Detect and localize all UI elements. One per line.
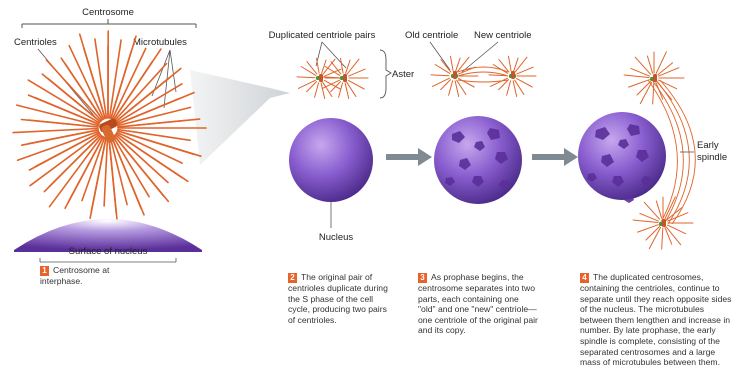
centrioles-label: Centrioles xyxy=(14,37,57,48)
panel-3: Old centriole New centriole xyxy=(405,30,536,204)
microtubule-ray xyxy=(298,80,315,88)
process-arrow xyxy=(386,148,432,166)
early-spindle-label-line2: spindle xyxy=(697,152,727,163)
microtubule-ray xyxy=(515,57,527,72)
step-3-caption: 3As prophase begins, the centrosome sepa… xyxy=(418,272,538,336)
centrosome-bracket xyxy=(22,19,196,28)
microtubule-ray xyxy=(507,81,511,96)
microtubule-ray xyxy=(114,136,168,202)
early-spindle-label-line1: Early xyxy=(697,140,719,151)
step-2-caption: 2The original pair of centrioles duplica… xyxy=(288,272,392,325)
panel-2: Duplicated centriole pairs Aster Nucleus xyxy=(269,30,415,243)
duplicated-pairs-label: Duplicated centriole pairs xyxy=(269,30,376,41)
microtubule-ray xyxy=(339,83,343,98)
microtubule-ray xyxy=(656,52,666,74)
panel-4: Early spindle xyxy=(578,52,727,249)
microtubule-ray xyxy=(349,69,366,76)
microtubule-ray xyxy=(301,67,316,76)
microtubule-ray xyxy=(624,75,649,78)
microtubule-ray xyxy=(46,60,101,121)
step-2-badge: 2 xyxy=(288,273,297,283)
microtubule-ray xyxy=(347,59,359,74)
nucleus-sphere xyxy=(434,116,522,204)
new-centriole-label: New centriole xyxy=(474,30,532,41)
microtubule-ray xyxy=(517,67,534,74)
microtubule-ray xyxy=(315,83,319,98)
microtubules-label: Microtubules xyxy=(133,37,187,48)
microtubule-ray xyxy=(653,83,654,104)
connecting-microtubules xyxy=(458,67,508,82)
microtubule-ray xyxy=(435,65,450,74)
step-1-badge: 1 xyxy=(40,266,49,276)
microtubule-ray xyxy=(331,62,341,75)
microtubule-ray xyxy=(44,135,101,192)
aster-label: Aster xyxy=(392,69,414,80)
nucleus-sphere xyxy=(578,112,666,200)
microtubule-ray xyxy=(115,135,168,183)
step-1-text: Centrosome at interphase. xyxy=(40,265,109,286)
microtubule-ray xyxy=(297,77,315,78)
microtubule-ray xyxy=(431,75,449,76)
microtubule-ray xyxy=(647,56,652,73)
microtubule-ray xyxy=(317,58,320,73)
microtubule-ray xyxy=(432,78,449,86)
microtubule-ray xyxy=(451,56,454,71)
step-2-text: The original pair of centrioles duplicat… xyxy=(288,272,388,325)
microtubule-ray xyxy=(341,58,344,73)
microtubule-ray xyxy=(656,201,661,218)
microtubule-ray xyxy=(662,228,663,249)
microtubule-ray xyxy=(117,98,180,124)
microtubule-ray xyxy=(441,60,451,73)
aster-bracket xyxy=(380,50,391,98)
old-centriole-label: Old centriole xyxy=(405,30,458,41)
zoom-wedge xyxy=(190,70,290,165)
surface-bracket xyxy=(40,258,176,262)
panel-1: Centrosome Centrioles Microtubules Surfa… xyxy=(13,7,206,262)
microtubule-ray xyxy=(509,56,512,71)
step-4-text: The duplicated centrosomes, containing t… xyxy=(580,272,731,367)
microtubule-ray xyxy=(307,62,317,75)
surface-of-nucleus-label: Surface of nucleus xyxy=(69,246,148,257)
microtubule-ray xyxy=(331,82,341,92)
microtubule-ray xyxy=(490,78,507,86)
microtubule-ray xyxy=(633,220,658,223)
microtubule-ray xyxy=(449,81,453,96)
microtubule-ray xyxy=(42,74,100,122)
step-4-badge: 4 xyxy=(580,273,589,283)
microtubule-ray xyxy=(307,82,317,92)
microtubule-ray xyxy=(441,80,451,90)
process-arrow xyxy=(532,148,578,166)
step-3-badge: 3 xyxy=(418,273,427,283)
nucleus-label: Nucleus xyxy=(319,232,354,243)
nucleus-sphere xyxy=(289,118,373,202)
microtubule-ray xyxy=(321,77,339,78)
microtubule-ray xyxy=(115,64,167,121)
step-3-text: As prophase begins, the centrosome separ… xyxy=(418,272,538,335)
centrosome-label: Centrosome xyxy=(82,7,134,18)
